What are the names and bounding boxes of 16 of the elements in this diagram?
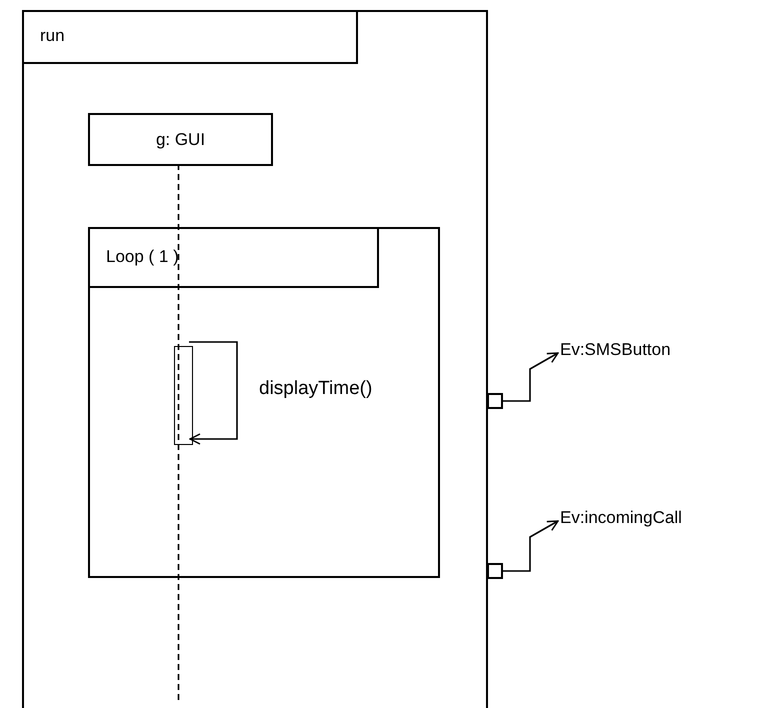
lifeline-head: [88, 113, 273, 166]
activation-bar: [174, 346, 193, 445]
object-name: g: GUI: [156, 130, 206, 150]
arrow: [503, 352, 559, 402]
event-label: Ev:incomingCall: [560, 508, 682, 528]
self-message-arrow: [189, 341, 238, 445]
port-square: [487, 563, 503, 579]
frame-title: Loop ( 1 ): [106, 246, 179, 266]
loop-frame: [88, 227, 440, 578]
frame-title: run: [40, 26, 65, 46]
lifeline: [178, 164, 180, 700]
arrow: [503, 520, 559, 572]
event-label: Ev:SMSButton: [560, 340, 671, 360]
frame: [22, 10, 488, 708]
message-label: displayTime(): [259, 378, 372, 400]
port-square: [487, 393, 503, 409]
